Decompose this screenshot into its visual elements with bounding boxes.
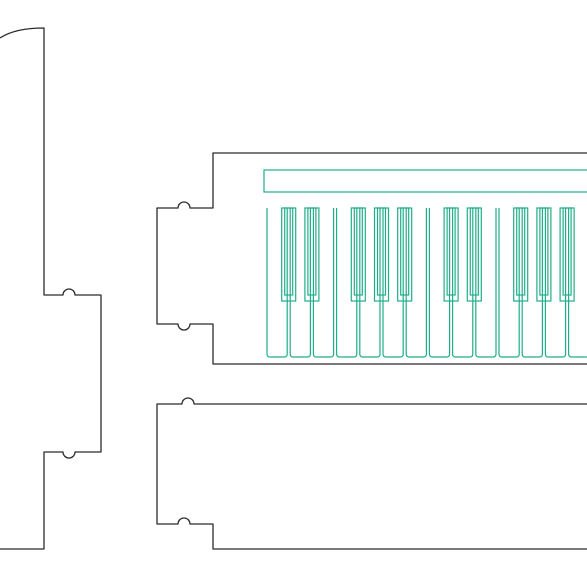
top-panel-outline bbox=[156, 152, 587, 365]
white-key bbox=[359, 208, 381, 358]
side-panel-outline bbox=[0, 27, 102, 550]
black-key-inset bbox=[469, 207, 479, 296]
black-key bbox=[536, 207, 552, 302]
white-key bbox=[521, 208, 543, 358]
black-key bbox=[304, 207, 320, 302]
black-key bbox=[281, 207, 297, 302]
black-key-inset bbox=[446, 207, 456, 296]
white-key bbox=[266, 208, 288, 358]
white-key bbox=[568, 208, 587, 358]
black-key-inset bbox=[516, 207, 526, 296]
white-key bbox=[498, 208, 520, 358]
white-key bbox=[544, 208, 567, 358]
black-key bbox=[350, 207, 366, 302]
black-key-inset bbox=[284, 207, 294, 296]
keyboard-engraving bbox=[266, 207, 587, 358]
white-key bbox=[312, 208, 335, 358]
bottom-panel-outline bbox=[156, 397, 587, 550]
black-key-inset bbox=[307, 207, 317, 296]
black-key bbox=[513, 207, 529, 302]
white-key bbox=[428, 208, 451, 358]
black-key-inset bbox=[562, 207, 572, 296]
black-key bbox=[397, 207, 413, 302]
black-key bbox=[443, 207, 459, 302]
black-key-inset bbox=[400, 207, 410, 296]
display-strip bbox=[263, 169, 587, 193]
white-key bbox=[405, 208, 427, 358]
white-key bbox=[452, 208, 474, 358]
white-key bbox=[382, 208, 404, 358]
black-key-inset bbox=[376, 207, 387, 296]
white-key bbox=[289, 208, 311, 358]
white-key bbox=[475, 208, 497, 358]
black-key bbox=[559, 207, 575, 302]
black-key bbox=[466, 207, 482, 302]
black-key-inset bbox=[539, 207, 549, 296]
black-key-inset bbox=[353, 207, 363, 296]
white-key bbox=[336, 208, 358, 358]
black-key bbox=[373, 207, 390, 302]
